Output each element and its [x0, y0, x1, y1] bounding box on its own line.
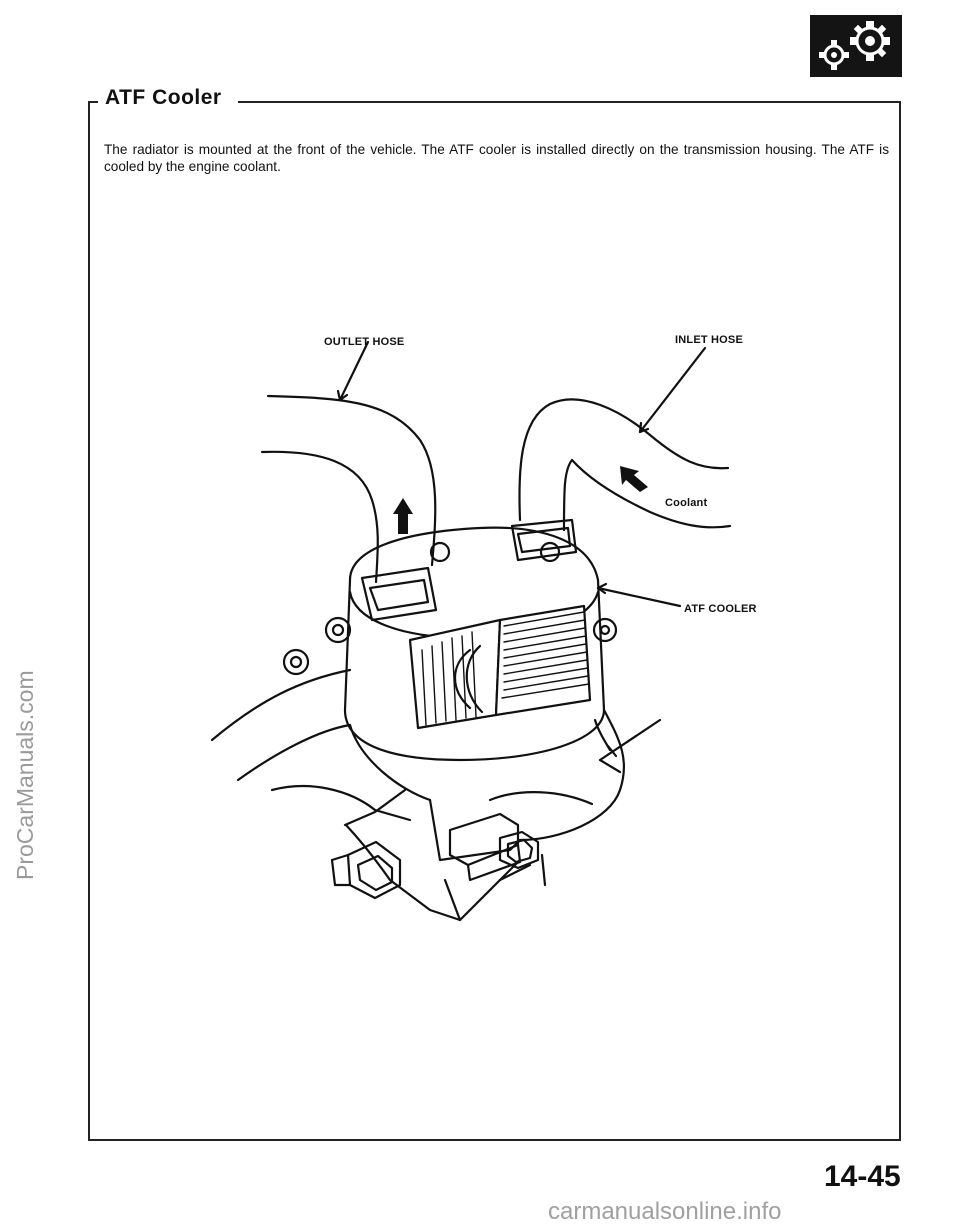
inlet-hose-label: INLET HOSE	[675, 334, 744, 346]
outlet-hose-label: OUTLET HOSE	[324, 336, 405, 348]
section-frame	[88, 101, 901, 1141]
section-title: ATF Cooler	[105, 86, 222, 109]
page-number: 14-45	[824, 1160, 901, 1193]
gears-icon	[810, 15, 902, 77]
atf-cooler-diagram: OUTLET HOSE INLET HOSE Coolant ATF COOLE…	[200, 320, 800, 940]
frame-top-edge	[238, 101, 901, 103]
frame-top-edge	[88, 101, 98, 103]
intro-paragraph: The radiator is mounted at the front of …	[104, 142, 889, 174]
footer-watermark: carmanualsonline.info	[548, 1198, 782, 1225]
coolant-label: Coolant	[665, 497, 708, 509]
side-watermark: ProCarManuals.com	[12, 670, 38, 880]
atf-cooler-label: ATF COOLER	[684, 603, 757, 615]
